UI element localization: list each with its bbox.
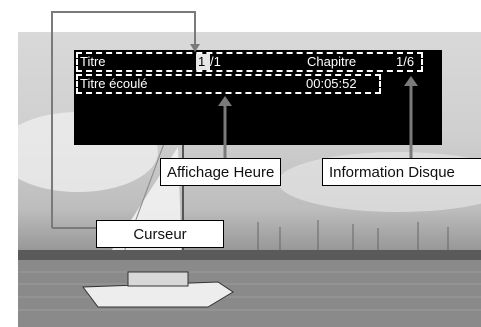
elapsed-value: 00:05:52 <box>306 76 357 91</box>
osd-panel: Titre 1 /1 Chapitre 1/6 Titre écoulé 00:… <box>74 50 442 145</box>
callout-disc-info: Information Disque <box>322 158 481 186</box>
elapsed-time-row: Titre écoulé 00:05:52 <box>76 74 381 94</box>
chapter-value: 1/6 <box>396 54 415 69</box>
elapsed-label: Titre écoulé <box>80 76 148 91</box>
title-cursor-digit: 1 <box>198 54 206 69</box>
chapter-label: Chapitre <box>307 54 357 69</box>
cursor-leader-line <box>51 11 196 228</box>
callout-cursor: Curseur <box>96 220 224 248</box>
title-cursor[interactable]: 1 <box>196 54 210 70</box>
title-value-rest: /1 <box>210 54 221 69</box>
time-display-arrow-icon <box>218 96 232 106</box>
disc-info-arrow-icon <box>404 76 418 86</box>
callout-time-display: Affichage Heure <box>160 158 282 186</box>
title-chapter-row: Titre 1 /1 Chapitre 1/6 <box>76 52 423 72</box>
title-label: Titre <box>80 54 106 69</box>
cursor-arrow-icon <box>190 44 200 52</box>
